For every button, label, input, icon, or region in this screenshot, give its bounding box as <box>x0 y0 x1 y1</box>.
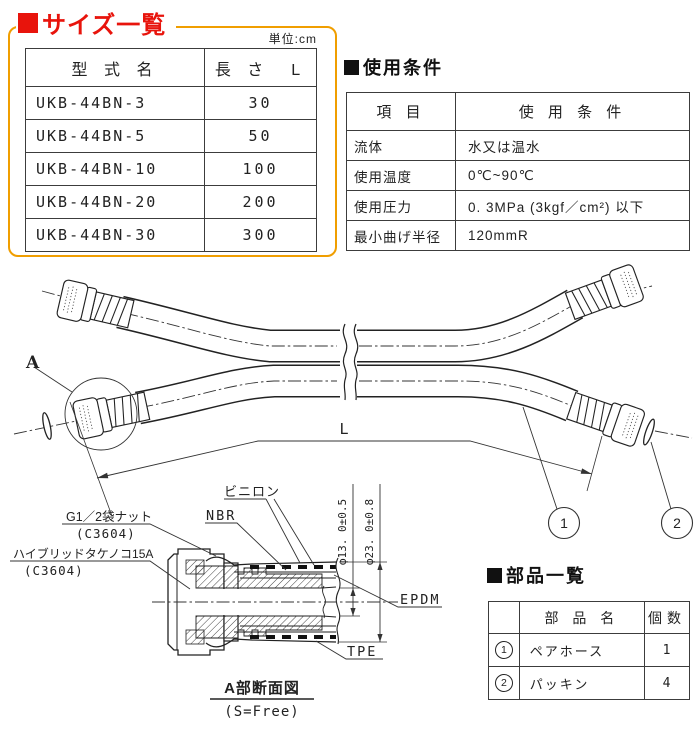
usage-conditions-table: 項 目 使 用 条 件 流体 水又は温水 使用温度 0℃~90℃ 使用圧力 0.… <box>346 92 690 251</box>
col-header-mark <box>488 601 520 634</box>
table-row: 流体 水又は温水 <box>346 130 690 161</box>
section-caption-sub: (S=Free) <box>224 704 299 720</box>
table-row: 1 ペアホース 1 <box>488 633 691 667</box>
upper-left-fitting <box>55 278 136 334</box>
value-cell: 120mmR <box>455 220 690 251</box>
qty-cell: 4 <box>643 666 691 700</box>
vinylon-label: ビニロン <box>224 484 280 499</box>
usage-conditions-heading-text: 使用条件 <box>363 58 443 78</box>
value-cell: 水又は温水 <box>455 130 690 161</box>
model-cell: UKB-44BN-3 <box>25 86 205 120</box>
table-row: UKB-44BN-3 30 <box>25 86 317 120</box>
size-table-header-row: 型 式 名 長 さ L <box>25 48 317 87</box>
upper-right-fitting <box>563 262 646 325</box>
table-row: UKB-44BN-30 300 <box>25 218 317 252</box>
callout-2-number: 2 <box>673 515 681 531</box>
length-cell: 100 <box>204 152 317 186</box>
circled-number-1: 1 <box>494 641 513 660</box>
unit-label: 単位:cm <box>268 32 317 46</box>
size-list-heading: サイズ一覧 <box>16 5 177 40</box>
table-row: UKB-44BN-5 50 <box>25 119 317 153</box>
model-cell: UKB-44BN-5 <box>25 119 205 153</box>
part-name-cell: パッキン <box>518 666 645 700</box>
section-insert-top <box>195 565 323 589</box>
nbr-label: NBR <box>206 508 236 524</box>
item-cell: 流体 <box>346 130 456 161</box>
nut-material-label: (C3604) <box>76 526 136 541</box>
hose-centerlines <box>13 285 693 439</box>
model-cell: UKB-44BN-10 <box>25 152 205 186</box>
model-cell: UKB-44BN-30 <box>25 218 205 252</box>
nut-label: G1／2袋ナット <box>66 510 152 524</box>
insert-material-label: (C3604) <box>24 563 84 578</box>
size-table: 型 式 名 長 さ L UKB-44BN-3 30 UKB-44BN-5 50 … <box>25 48 317 252</box>
detail-a-leader <box>33 366 73 393</box>
insert-label: ハイブリッドタケノコ15A <box>13 546 153 561</box>
usage-table-header-row: 項 目 使 用 条 件 <box>346 92 690 131</box>
mark-cell: 1 <box>488 633 520 667</box>
value-cell: 0. 3MPa (3kgf／cm²) 以下 <box>455 190 690 221</box>
black-square-icon <box>487 567 502 583</box>
left-packing-washer <box>42 412 52 440</box>
callout-2: 2 <box>650 441 694 540</box>
length-cell: 50 <box>204 119 317 153</box>
circled-number-2: 2 <box>494 674 513 693</box>
section-bore <box>197 589 321 615</box>
black-square-icon <box>344 59 359 75</box>
parts-list-table: 部 品 名 個数 1 ペアホース 1 2 パッキン 4 <box>488 601 691 700</box>
section-hose-top-wall <box>205 556 337 589</box>
length-cell: 300 <box>204 218 317 252</box>
parts-table-header-row: 部 品 名 個数 <box>488 601 691 634</box>
col-header-length: 長 さ L <box>204 48 317 87</box>
cross-section-view: ビニロン NBR G1／2袋ナット (C3604) ハイブリッドタケノコ15A … <box>10 484 442 720</box>
value-cell: 0℃~90℃ <box>455 160 690 191</box>
col-header-qty: 個数 <box>643 601 691 634</box>
hose-break-symbol <box>340 323 359 401</box>
item-cell: 使用圧力 <box>346 190 456 221</box>
table-row: UKB-44BN-10 100 <box>25 152 317 186</box>
outer-diameter-label: φ23. 0±0.8 <box>363 499 376 565</box>
pair-hose-assembly: A L 1 2 <box>13 262 694 540</box>
part-name-cell: ペアホース <box>518 633 645 667</box>
tpe-label: TPE <box>347 644 377 660</box>
length-cell: 200 <box>204 185 317 219</box>
table-row: UKB-44BN-20 200 <box>25 185 317 219</box>
lower-right-fitting <box>564 386 647 449</box>
callout-1: 1 <box>522 406 581 540</box>
red-square-icon <box>18 12 38 33</box>
usage-conditions-heading: 使用条件 <box>344 54 443 80</box>
detail-a-label: A <box>25 353 40 373</box>
length-dimension-label: L <box>339 420 348 438</box>
col-header-item: 項 目 <box>346 92 456 131</box>
section-break-edge <box>335 557 341 645</box>
item-cell: 使用温度 <box>346 160 456 191</box>
lower-left-fitting <box>71 386 152 441</box>
section-insert-bottom <box>195 615 323 639</box>
table-row: 2 パッキン 4 <box>488 666 691 700</box>
size-list-heading-text: サイズ一覧 <box>42 12 167 39</box>
model-cell: UKB-44BN-20 <box>25 185 205 219</box>
callout-1-number: 1 <box>560 515 568 531</box>
right-packing-washer <box>643 418 655 446</box>
table-row: 最小曲げ半径 120mmR <box>346 220 690 251</box>
col-header-part-name: 部 品 名 <box>518 601 645 634</box>
col-header-condition: 使 用 条 件 <box>455 92 690 131</box>
section-leader-lines <box>10 498 442 660</box>
size-list-panel: サイズ一覧 単位:cm 型 式 名 長 さ L UKB-44BN-3 30 UK… <box>8 5 337 257</box>
diameter-dimensions: φ13. 0±0.5 φ23. 0±0.8 <box>336 484 387 643</box>
section-caption: A部断面図 <box>224 679 300 697</box>
length-dimension: L <box>69 401 603 517</box>
parts-list-heading-text: 部品一覧 <box>506 566 586 586</box>
detail-a-circle <box>64 377 138 451</box>
table-row: 使用圧力 0. 3MPa (3kgf／cm²) 以下 <box>346 190 690 221</box>
parts-list-heading: 部品一覧 <box>487 562 586 588</box>
inner-diameter-label: φ13. 0±0.5 <box>336 499 349 565</box>
table-row: 使用温度 0℃~90℃ <box>346 160 690 191</box>
epdm-label: EPDM <box>400 592 441 608</box>
item-cell: 最小曲げ半径 <box>346 220 456 251</box>
mark-cell: 2 <box>488 666 520 700</box>
col-header-model: 型 式 名 <box>25 48 205 87</box>
qty-cell: 1 <box>643 633 691 667</box>
length-cell: 30 <box>204 86 317 120</box>
